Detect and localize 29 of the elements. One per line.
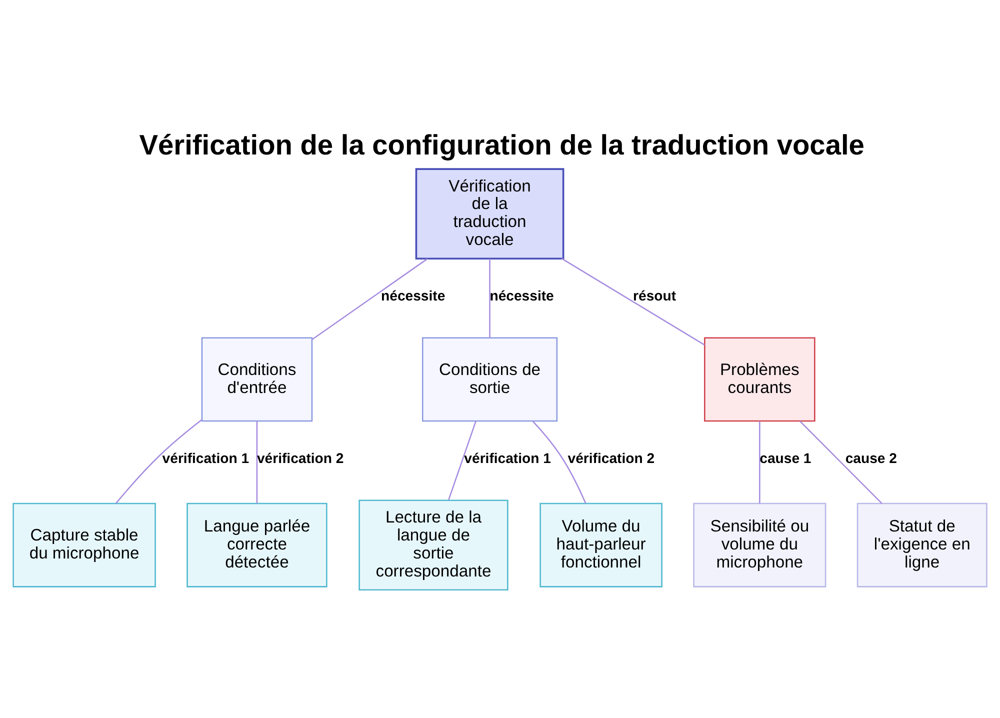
node-box: Langue parlée correcte détectée [186, 502, 328, 588]
edge-label: nécessite [490, 288, 554, 304]
edge-label: cause 1 [760, 450, 812, 466]
diagram-title: Vérification de la configuration de la traduction vocale [139, 129, 864, 160]
node-box: Capture stable du microphone [12, 502, 156, 588]
connector [312, 258, 428, 340]
node-box: Sensibilité ou volume du microphone [693, 502, 826, 588]
connector [256, 421, 258, 504]
node-box: Conditions de sortie [422, 337, 558, 422]
node-box: Vérification de la traduction vocale [415, 168, 564, 260]
edge-label: vérification 2 [568, 450, 655, 466]
connector [116, 419, 202, 504]
connector [561, 258, 705, 346]
edge-label: vérification 2 [256, 450, 344, 466]
edge-label: résout [633, 288, 676, 304]
connector [799, 420, 882, 504]
node-box: Problèmes courants [704, 337, 816, 422]
edge-label: nécessite [381, 288, 446, 304]
connector [532, 420, 586, 504]
node-box: Conditions d'entrée [201, 337, 313, 422]
connector [448, 420, 476, 500]
connector [759, 421, 760, 504]
connector [489, 258, 490, 338]
edge-label: vérification 1 [162, 450, 250, 466]
node-box: Lecture de la langue de sortie correspondante [358, 500, 508, 591]
node-box: Volume du haut-parleur fonctionnel [540, 502, 662, 588]
node-box: Statut de l'exigence en ligne [856, 502, 988, 588]
edge-label: vérification 1 [464, 450, 551, 466]
edge-label: cause 2 [845, 450, 897, 466]
